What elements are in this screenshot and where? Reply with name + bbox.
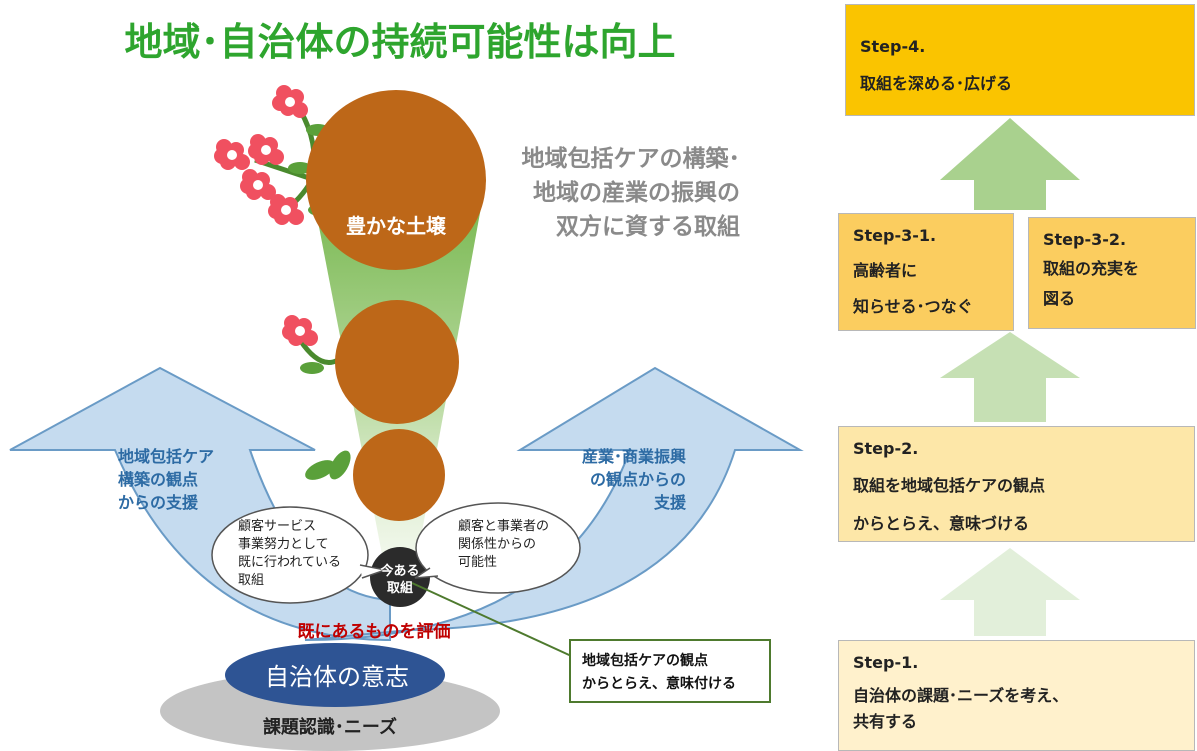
step1-text-line1: 自治体の課題･ニーズを考え、 (853, 686, 1069, 705)
right-bubble (415, 502, 581, 594)
top-caption-line3: 双方に資する取組 (556, 213, 740, 240)
step2-box: Step-2. 取組を地域包括ケアの観点 からとらえ、意味づける (838, 426, 1195, 542)
callout-line (411, 582, 581, 661)
step3-1-text-line2: 知らせる･つなぐ (853, 297, 973, 316)
will-text: 自治体の意志 (265, 663, 409, 691)
step4-box: Step-4. 取組を深める･広げる (845, 4, 1195, 116)
right-arrow-label: 産業･商業振興 の観点からの 支援 (582, 447, 687, 512)
diagram-title: 地域･自治体の持続可能性は向上 (124, 20, 675, 64)
svg-text:産業･商業振興: 産業･商業振興 (582, 447, 686, 466)
svg-text:支援: 支援 (653, 493, 687, 512)
step3-1-heading: Step-3-1. (853, 226, 937, 245)
step3-2-text-line1: 取組の充実を (1043, 259, 1140, 278)
svg-text:の観点からの: の観点からの (590, 470, 686, 489)
arrow-to-step2 (940, 548, 1080, 636)
callout-text: 地域包括ケアの観点 からとらえ、意味付ける (582, 652, 736, 692)
callout-box (569, 639, 771, 703)
arrow-to-step4 (940, 118, 1080, 210)
left-arrow-label: 地域包括ケア 構築の観点 からの支援 (118, 447, 214, 512)
svg-text:関係性からの: 関係性からの (458, 537, 536, 552)
right-support-arrow (304, 366, 804, 641)
svg-text:既に行われている: 既に行われている (238, 555, 341, 570)
svg-text:地域包括ケア: 地域包括ケア (118, 447, 214, 466)
step1-heading: Step-1. (853, 653, 919, 672)
base-text: 課題認識･ニーズ (263, 716, 397, 738)
svg-text:取組: 取組 (387, 580, 413, 596)
top-caption-line2: 地域の産業の振興の (533, 179, 740, 206)
svg-text:顧客と事業者の: 顧客と事業者の (458, 518, 549, 534)
step2-heading: Step-2. (853, 439, 919, 458)
right-bubble-text: 顧客と事業者の 関係性からの 可能性 (458, 518, 549, 570)
present-effort-circle (370, 547, 430, 607)
flower-cluster (214, 85, 332, 225)
left-support-arrow (9, 366, 391, 642)
step3-2-text-line2: 図る (1043, 289, 1076, 308)
top-caption-line1: 地域包括ケアの構築･ (522, 145, 741, 172)
step4-heading: Step-4. (860, 37, 926, 56)
svg-text:今ある: 今ある (379, 563, 419, 579)
step3-1-text-line1: 高齢者に (853, 261, 918, 280)
step3-2-box: Step-3-2. 取組の充実を 図る (1028, 217, 1196, 329)
svg-text:事業努力として: 事業努力として (238, 536, 329, 552)
svg-text:からとらえ、意味付ける: からとらえ、意味付ける (582, 675, 736, 692)
soil-circle-small (353, 429, 445, 521)
soil-label: 豊かな土壌 (346, 214, 447, 238)
sprout-leaves (305, 450, 351, 480)
step2-text-line1: 取組を地域包括ケアの観点 (853, 476, 1046, 495)
svg-text:取組: 取組 (238, 573, 264, 588)
will-ellipse (225, 643, 445, 707)
svg-text:構築の観点: 構築の観点 (118, 470, 198, 489)
step3-2-heading: Step-3-2. (1043, 230, 1127, 249)
step1-box: Step-1. 自治体の課題･ニーズを考え、 共有する (838, 640, 1195, 751)
top-caption: 地域包括ケアの構築･ 地域の産業の振興の 双方に資する取組 (522, 145, 741, 240)
left-bubble-text: 顧客サービス 事業努力として 既に行われている 取組 (238, 518, 341, 588)
step4-text: 取組を深める･広げる (860, 74, 1013, 93)
step3-1-box: Step-3-1. 高齢者に 知らせる･つなぐ (838, 213, 1014, 331)
present-effort-label: 今ある 取組 (379, 563, 419, 596)
arrow-to-step3 (940, 332, 1080, 422)
flower-middle (282, 315, 340, 374)
step2-text-line2: からとらえ、意味づける (853, 514, 1030, 533)
svg-text:からの支援: からの支援 (118, 493, 199, 512)
soil-circle-medium (335, 300, 459, 424)
evaluate-text: 既にあるものを評価 (298, 621, 451, 642)
svg-text:地域包括ケアの観点: 地域包括ケアの観点 (582, 652, 708, 669)
left-bubble (211, 506, 369, 604)
svg-text:可能性: 可能性 (458, 555, 497, 570)
svg-text:顧客サービス: 顧客サービス (238, 518, 316, 534)
soil-circle-large (306, 90, 486, 270)
step1-text-line2: 共有する (853, 712, 918, 731)
